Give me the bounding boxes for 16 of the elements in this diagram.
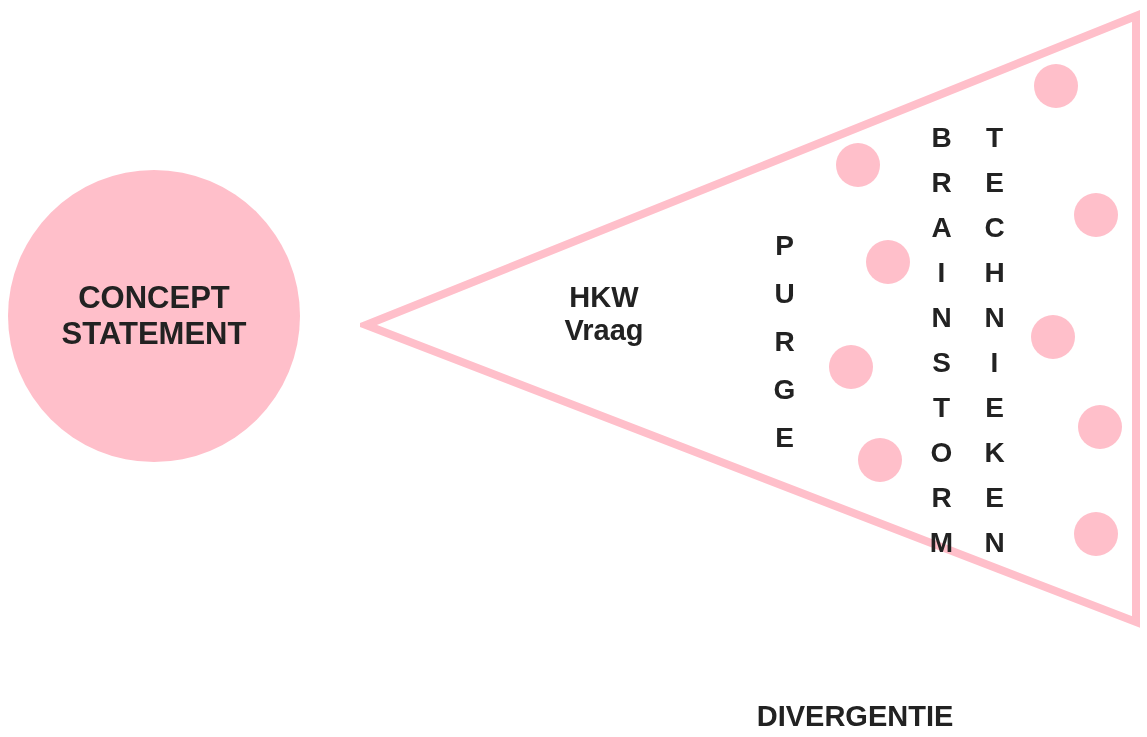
dot (866, 240, 910, 284)
dot (1074, 193, 1118, 237)
caption-label: DIVERGENTIE (755, 700, 955, 734)
vertical-label: TECHNIEKEN (980, 122, 1008, 572)
circle-label: CONCEPT STATEMENT (60, 280, 248, 352)
dot (1074, 512, 1118, 556)
stage-label: HKW Vraag (563, 281, 645, 348)
funnel-triangle (360, 10, 1142, 628)
dot (1034, 64, 1078, 108)
vertical-label: BRAINSTORM (927, 122, 955, 572)
dot (1031, 315, 1075, 359)
dot (829, 345, 873, 389)
dot (836, 143, 880, 187)
dot (858, 438, 902, 482)
dot (1078, 405, 1122, 449)
vertical-label: PURGE (770, 230, 798, 470)
